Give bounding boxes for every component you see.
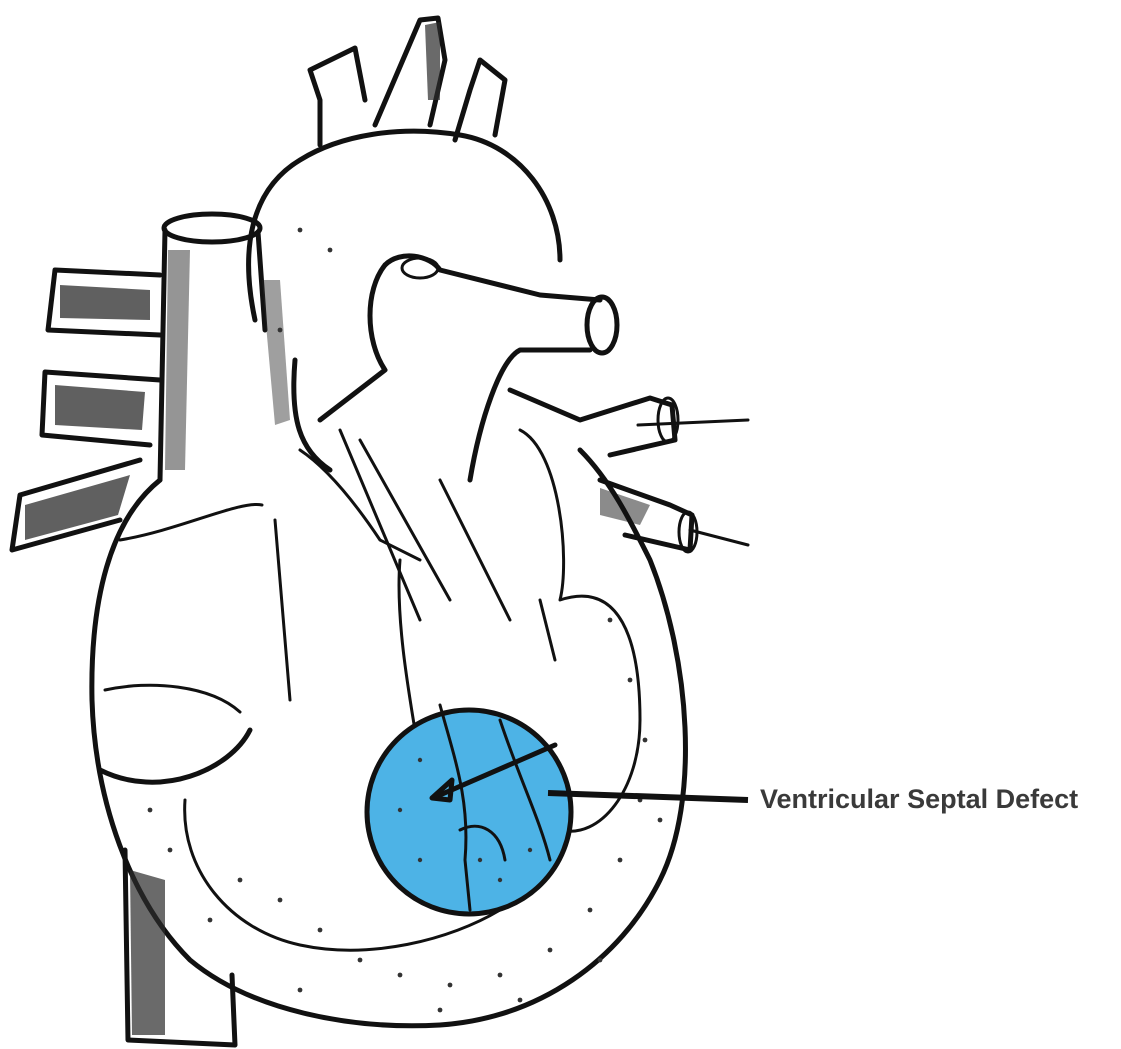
- myocardium-dots: [148, 228, 663, 1013]
- ventricular-septal-defect-highlight: [367, 705, 571, 914]
- heart-body: [92, 430, 686, 1026]
- pulmonary-veins-left: [12, 270, 160, 550]
- vsd-label: Ventricular Septal Defect: [760, 784, 1078, 814]
- aortic-arch: [249, 18, 560, 470]
- pulmonary-veins-right: [510, 390, 697, 552]
- label-pointers: [548, 420, 748, 800]
